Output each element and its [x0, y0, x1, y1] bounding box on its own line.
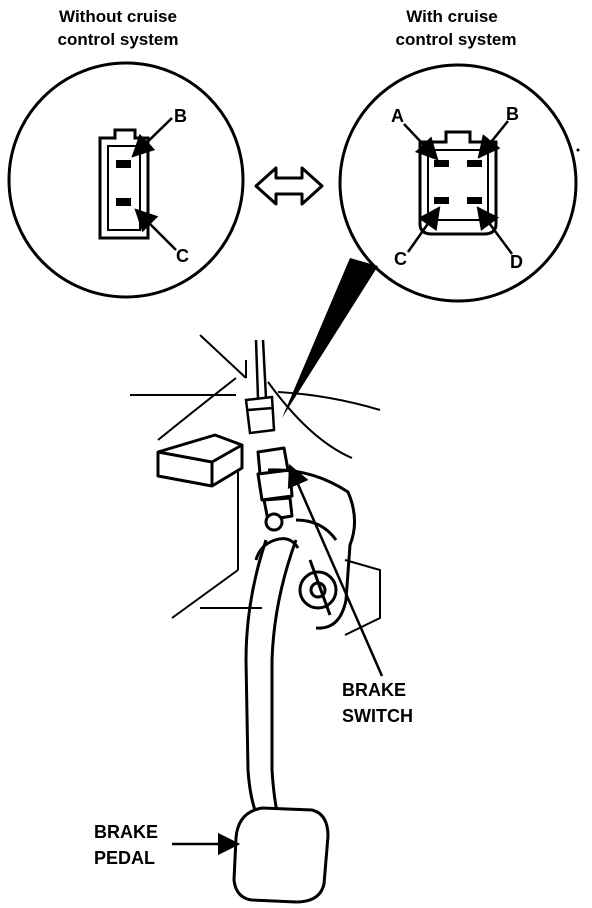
left-detail-circle	[7, 61, 245, 299]
brake-pedal-pad	[232, 806, 330, 904]
brake-switch-label-line2: SWITCH	[342, 706, 413, 726]
terminal-c-right	[434, 197, 449, 204]
pin-label-c-left: C	[176, 246, 189, 266]
pin-label-b-left: B	[174, 106, 187, 126]
pin-label-b-right: B	[506, 104, 519, 124]
terminal-b-left	[116, 160, 131, 168]
pedal-bracket	[267, 468, 356, 630]
interchange-double-arrow-icon	[254, 166, 324, 206]
relay-box	[156, 433, 244, 488]
scan-speck	[576, 148, 580, 152]
connector-without-cruise-detail: B C	[7, 61, 245, 299]
connector-with-cruise-detail: A B C D	[338, 63, 578, 303]
four-pin-connector	[403, 120, 514, 255]
brake-pedal-arm	[244, 537, 300, 819]
brake-pedal-label-line1: BRAKE	[94, 822, 158, 842]
harness-connector	[244, 339, 276, 435]
terminal-d-right	[467, 197, 482, 204]
dashboard-structure	[130, 334, 381, 636]
terminal-c-left	[116, 198, 131, 206]
brake-pedal-label-line2: PEDAL	[94, 848, 155, 868]
pin-label-d-right: D	[510, 252, 523, 272]
with-cruise-caption-line1: With cruise	[406, 7, 497, 26]
brake-switch	[256, 446, 294, 532]
without-cruise-caption-line1: Without cruise	[59, 7, 177, 26]
pin-label-a-right: A	[391, 106, 404, 126]
two-pin-connector	[98, 117, 177, 251]
right-detail-circle	[338, 63, 578, 303]
detail-pointer-wedge	[282, 258, 378, 418]
without-cruise-caption-line2: control system	[58, 30, 179, 49]
pin-label-c-right: C	[394, 249, 407, 269]
brake-switch-label-line1: BRAKE	[342, 680, 406, 700]
with-cruise-caption-line2: control system	[396, 30, 517, 49]
terminal-b-right	[467, 160, 482, 167]
brake-switch-leader	[287, 463, 384, 677]
terminal-a-right	[434, 160, 449, 167]
